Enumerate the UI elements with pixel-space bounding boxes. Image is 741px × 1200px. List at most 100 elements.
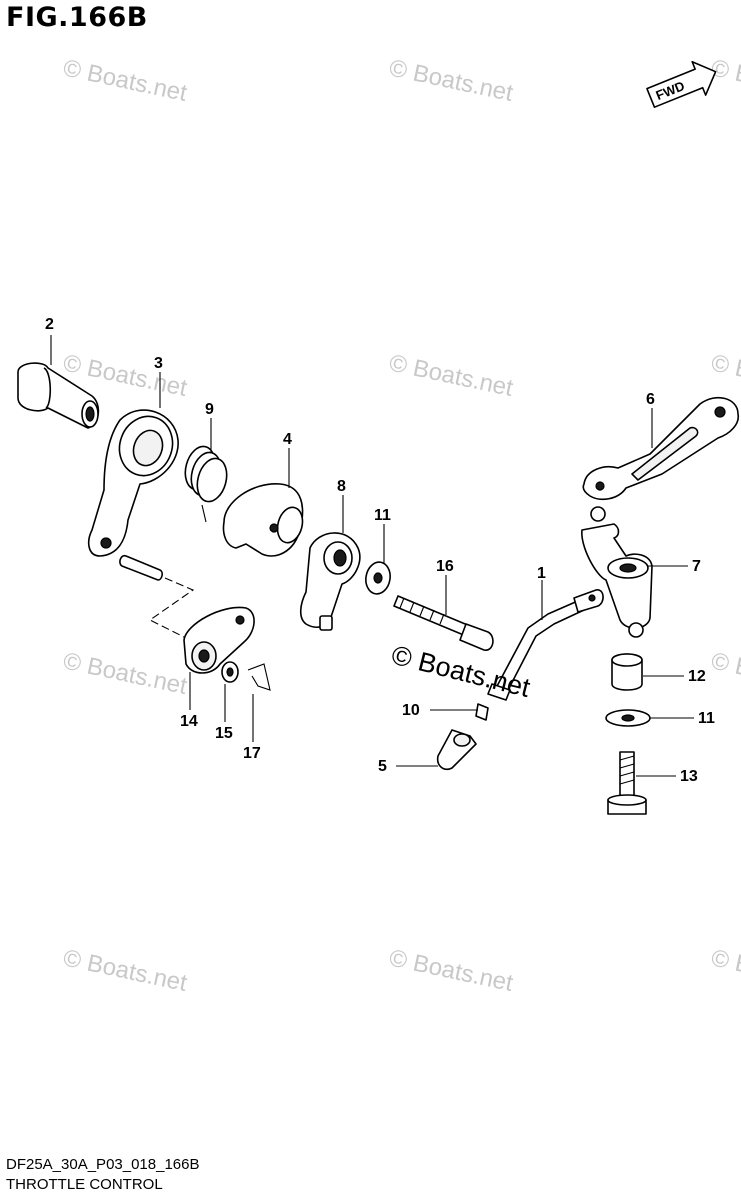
part-14-bolt xyxy=(393,595,494,651)
watermark: © Boats.net xyxy=(387,54,516,107)
callout-10: 10 xyxy=(402,702,420,719)
pin-body xyxy=(119,554,163,581)
callout-8: 8 xyxy=(337,478,346,495)
clip-wire xyxy=(247,663,271,691)
cam-hole xyxy=(269,523,279,533)
assembly-line xyxy=(148,577,195,641)
thread-line xyxy=(419,605,425,617)
part-16-washer xyxy=(221,661,239,683)
callout-6: 6 xyxy=(646,391,655,408)
watermark: © Boats.net xyxy=(387,944,516,997)
watermark: © Boats.net xyxy=(709,647,741,700)
lever8-shaft xyxy=(319,615,333,631)
fwd-arrow-shape xyxy=(646,60,717,108)
callout-3: 3 xyxy=(154,355,163,372)
part-3-lever xyxy=(87,409,179,557)
section-name: THROTTLE CONTROL xyxy=(6,1176,163,1193)
callout-16: 15 xyxy=(215,725,233,742)
link-arm-body xyxy=(582,396,740,501)
callout-11: 11 xyxy=(374,507,391,524)
callout-9: 9 xyxy=(205,401,214,418)
bellcrank-bore xyxy=(619,563,637,573)
rod-threaded-end xyxy=(487,683,511,701)
fwd-arrow-icon: FWD xyxy=(646,60,717,108)
part-17-clip xyxy=(247,663,271,691)
thread-line xyxy=(409,601,415,613)
link-arm-hole xyxy=(714,406,726,418)
thread-line xyxy=(619,755,635,761)
bolt-head xyxy=(459,623,494,651)
link-arm-hole xyxy=(595,481,605,491)
part-9-spring xyxy=(184,445,228,523)
spring-tang xyxy=(201,504,207,523)
part-8-lever xyxy=(299,532,361,631)
thread-line xyxy=(619,763,635,769)
thread-line xyxy=(439,613,445,625)
callout-17: 17 xyxy=(243,745,261,762)
part-15-lever xyxy=(183,606,255,674)
washer-hole xyxy=(621,714,635,722)
callout-2: 2 xyxy=(45,316,54,333)
callout-5: 5 xyxy=(378,758,387,775)
part-13-bolt xyxy=(607,751,647,815)
leader-lines xyxy=(50,335,694,777)
dowel-pin xyxy=(119,554,163,581)
callout-15: 14 xyxy=(180,713,198,730)
callout-11: 11 xyxy=(698,710,715,727)
part-2-sleeve xyxy=(17,362,100,429)
spring-coil xyxy=(196,457,228,503)
watermark: © Boats.net xyxy=(709,349,741,402)
part-10-nut xyxy=(475,703,489,721)
callout-4: 4 xyxy=(283,431,292,448)
lever-boss-bore xyxy=(132,429,164,467)
part-4-cam xyxy=(222,483,304,557)
sleeve-hole xyxy=(85,406,95,422)
washer16-hole xyxy=(226,667,234,677)
part-1-rod xyxy=(487,589,604,701)
watermark: © Boats.net xyxy=(61,647,190,700)
part-6-link xyxy=(582,396,740,501)
ball-stud xyxy=(628,622,644,638)
rod-eye-hole xyxy=(588,594,596,602)
watermark-prominent: © Boats.net xyxy=(389,640,534,703)
callout-7: 7 xyxy=(692,558,701,575)
ball-stud xyxy=(590,506,606,522)
lever15-hole xyxy=(235,615,245,625)
bolt13-flange xyxy=(607,794,647,806)
figure-title: FIG.166B xyxy=(6,2,148,33)
part-12-collar xyxy=(611,653,643,691)
callout-14: 16 xyxy=(436,558,454,575)
thread-line xyxy=(429,609,435,621)
watermark: © Boats.net xyxy=(709,54,741,107)
thread-line xyxy=(619,779,635,785)
callout-labels: 2 3 9 4 8 11 16 1 6 7 12 11 13 10 5 14 1… xyxy=(45,316,715,785)
watermark: © Boats.net xyxy=(709,944,741,997)
watermark: © Boats.net xyxy=(61,944,190,997)
nut-body xyxy=(475,703,489,721)
callout-12: 12 xyxy=(688,668,706,685)
sleeve-shoulder xyxy=(43,367,52,409)
thread-line xyxy=(399,597,405,609)
cam-bore xyxy=(276,506,304,544)
callout-1: 1 xyxy=(537,565,546,582)
lever-pin-hole xyxy=(100,537,112,549)
callout-13: 13 xyxy=(680,768,698,785)
watermark: © Boats.net xyxy=(61,54,190,107)
part-5-joint xyxy=(436,729,477,771)
part-7-bellcrank xyxy=(581,506,653,638)
collar-top xyxy=(611,653,643,667)
model-code: DF25A_30A_P03_018_166B xyxy=(6,1156,200,1173)
watermark: © Boats.net xyxy=(387,349,516,402)
washer-hole xyxy=(373,572,383,584)
lever8-bore xyxy=(333,549,347,567)
thread-line xyxy=(619,771,635,777)
joint-socket xyxy=(453,733,471,747)
part-11-washer-right xyxy=(605,709,651,727)
link-arm-slot xyxy=(631,426,699,481)
watermark-layer: © Boats.net © Boats.net © Boats.net © Bo… xyxy=(61,54,741,997)
lever15-bore xyxy=(198,649,210,663)
part-11-washer xyxy=(365,561,391,595)
rod-eye xyxy=(573,589,604,613)
